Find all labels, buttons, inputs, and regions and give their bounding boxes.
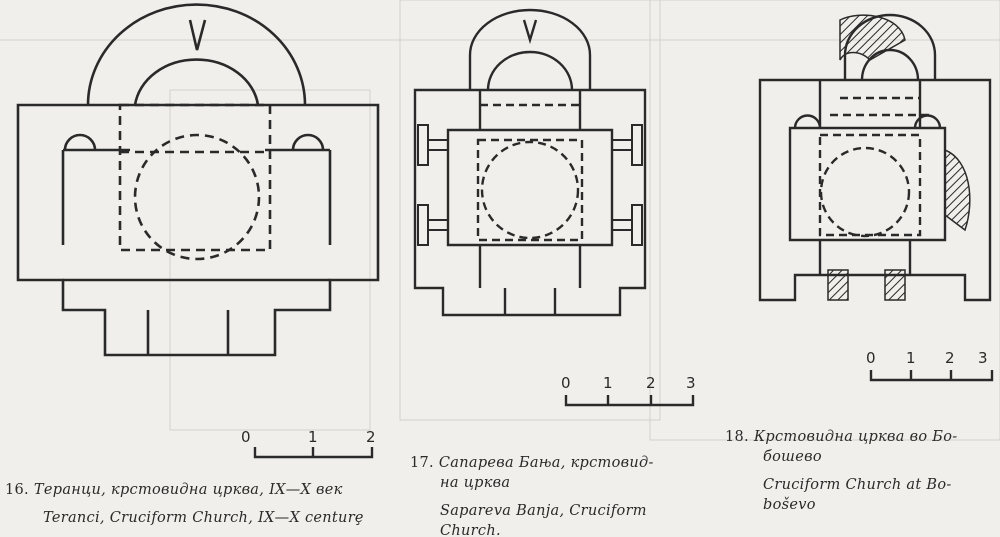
caption-en: Cruciform Church at Bo- [763, 477, 952, 493]
plan-16 [16, 3, 380, 357]
caption-mk: Крстовидна црква во Бо- [753, 429, 958, 445]
scale-17-tick-1: 1 [603, 374, 613, 392]
scale-17-tick-0: 0 [561, 374, 571, 392]
scale-18-tick-3: 3 [978, 349, 988, 367]
caption-mk-2: на црква [440, 475, 511, 491]
scale-18-tick-0: 0 [866, 349, 876, 367]
scale-16-tick-2: 2 [366, 428, 376, 446]
scale-17-tick-3: 3 [686, 374, 696, 392]
caption-mk-2: бошево [763, 449, 822, 465]
caption-en: Sapareva Banja, Cruciform [440, 503, 647, 519]
scale-16-tick-1: 1 [308, 428, 318, 446]
plan-17 [413, 8, 647, 317]
scale-bar-18 [869, 370, 994, 382]
scale-18-tick-1: 1 [906, 349, 916, 367]
figure-number: 17. [410, 455, 434, 471]
scale-16-tick-0: 0 [241, 428, 251, 446]
caption-en: Teranci, Cruciform Church, IX—X centurȩ [43, 510, 364, 526]
plan-18 [758, 13, 992, 302]
caption-16: 16. Теранци, крстовидна црква, IX—X век … [5, 480, 364, 528]
figure-number: 18. [725, 429, 749, 445]
caption-17: 17. Сапарева Бања, крстовид- на црква Sa… [410, 453, 654, 537]
scale-bar-16 [253, 447, 374, 459]
caption-mk: Сапарева Бања, крстовид- [438, 455, 654, 471]
caption-en-2: Church. [440, 523, 501, 537]
scale-bar-17 [564, 395, 695, 407]
scale-bars [253, 370, 994, 459]
caption-en-2: boševo [763, 497, 816, 513]
figure-number: 16. [5, 482, 29, 498]
scale-17-tick-2: 2 [646, 374, 656, 392]
bleed-through [0, 0, 1000, 441]
caption-18: 18. Крстовидна црква во Бо- бошево Cruci… [725, 427, 957, 515]
caption-mk: Теранци, крстовидна црква, IX—X век [33, 482, 343, 498]
scale-18-tick-2: 2 [945, 349, 955, 367]
